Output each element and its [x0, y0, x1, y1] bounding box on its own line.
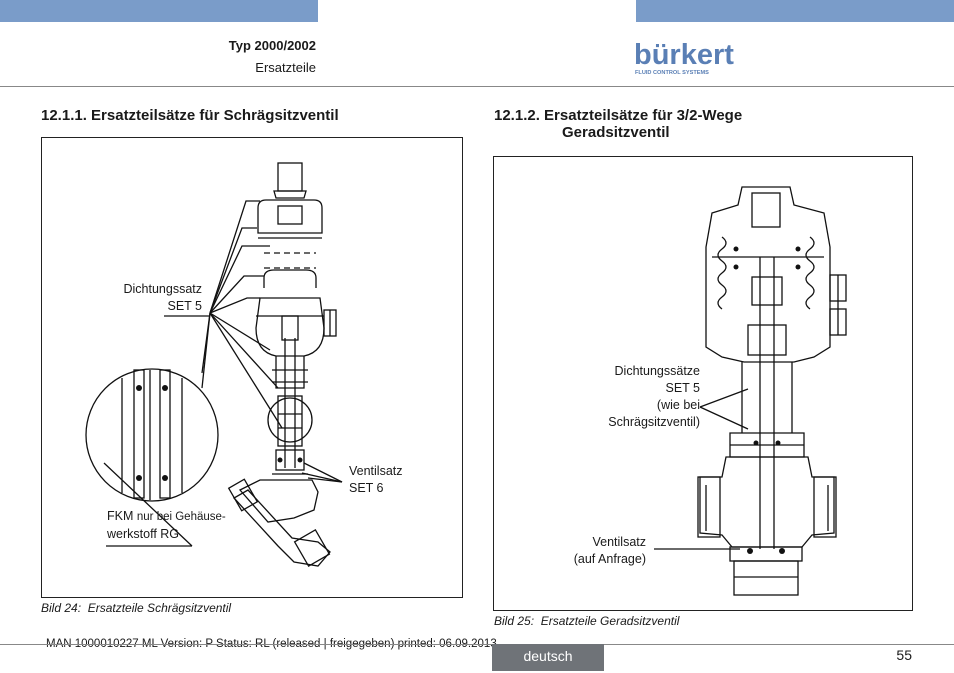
header-bar-right	[636, 0, 954, 22]
header-bar-left	[0, 0, 318, 22]
section-heading-slanted-seat: 12.1.1. Ersatzteilsätze für Schrägsitzve…	[41, 107, 339, 124]
label-valve-set-code: SET 6	[349, 481, 384, 495]
label-seal-sets-note2: Schrägsitzventil)	[608, 415, 700, 429]
label-fkm-note-line2: werkstoff RG	[107, 527, 180, 541]
figure-caption-25: Bild 25: Ersatzteile Geradsitzventil	[494, 614, 679, 628]
label-seal-set: Dichtungssatz SET 5	[123, 281, 202, 315]
footer-rule	[0, 644, 954, 645]
document-subtitle: Ersatzteile	[255, 60, 316, 75]
slanted-seat-valve-drawing	[85, 162, 343, 568]
burkert-logo: bürkert FLUID CONTROL SYSTEMS	[634, 39, 734, 81]
figure-slanted-seat-valve: Dichtungssatz SET 5 Ventilsatz SET 6 FKM…	[41, 137, 463, 598]
section-heading-line1: 12.1.2. Ersatzteilsätze für 3/2-Wege	[494, 107, 743, 124]
caption-label: Bild 25:	[494, 614, 535, 628]
svg-text:bürkert: bürkert	[634, 40, 734, 71]
section-heading-line2: Geradsitzventil	[562, 124, 670, 141]
label-seal-set-title: Dichtungssatz	[123, 282, 202, 296]
label-valve-set: Ventilsatz SET 6	[349, 463, 403, 497]
caption-label: Bild 24:	[41, 601, 82, 615]
label-valve-set-title: Ventilsatz	[349, 464, 403, 478]
header-rule	[0, 86, 954, 87]
label-seal-set-code: SET 5	[167, 299, 202, 313]
label-seal-sets-title: Dichtungssätze	[614, 364, 700, 378]
label-fkm: FKM	[107, 509, 134, 523]
document-title: Typ 2000/2002	[228, 38, 316, 53]
label-seal-sets: Dichtungssätze SET 5 (wie bei Schrägsitz…	[608, 363, 700, 431]
label-valve-set-straight: Ventilsatz (auf Anfrage)	[574, 534, 646, 568]
label-fkm-note-text: nur bei Gehäuse-	[136, 511, 226, 523]
label-seal-sets-note1: (wie bei	[656, 398, 700, 412]
caption-text: Ersatzteile Schrägsitzventil	[87, 601, 232, 615]
label-fkm-note: FKM nur bei Gehäuse- werkstoff RG	[107, 508, 226, 543]
figure-straight-seat-valve: Dichtungssätze SET 5 (wie bei Schrägsitz…	[493, 156, 913, 611]
label-seal-sets-code: SET 5	[665, 381, 700, 395]
language-tab: deutsch	[492, 644, 604, 671]
label-valve-set-straight-note: (auf Anfrage)	[573, 552, 646, 566]
page-number: 55	[896, 647, 912, 663]
caption-text: Ersatzteile Geradsitzventil	[540, 614, 680, 628]
straight-seat-valve-drawing	[654, 186, 847, 596]
label-valve-set-straight-title: Ventilsatz	[592, 535, 646, 549]
svg-text:FLUID CONTROL SYSTEMS: FLUID CONTROL SYSTEMS	[635, 70, 709, 76]
section-heading-straight-seat: 12.1.2. Ersatzteilsätze für 3/2-Wege Ger…	[494, 107, 742, 141]
figure-caption-24: Bild 24: Ersatzteile Schrägsitzventil	[41, 601, 231, 615]
